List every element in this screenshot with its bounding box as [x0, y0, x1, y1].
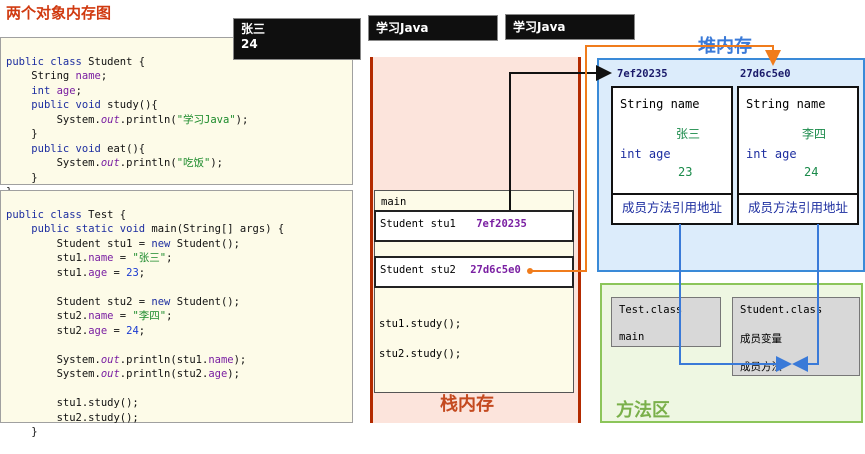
heap-object-address: 27d6c5e0: [740, 68, 791, 80]
heap-object-stu2: String name 李四 int age 24 成员方法引用地址: [737, 86, 859, 225]
console-output-study1: 学习Java: [368, 15, 498, 41]
field-name-decl: String name: [746, 97, 826, 111]
code-line: System.out.println("学习Java");: [6, 113, 249, 126]
frame-name: main: [381, 196, 407, 208]
code-line: stu1.age = 23;: [6, 266, 146, 279]
console-output-name-age: 张三 24: [233, 18, 361, 60]
code-line: System.out.println("吃饭");: [6, 157, 224, 169]
heap-object-stu1: String name 张三 int age 23 成员方法引用地址: [611, 86, 733, 225]
console-line: 学习Java: [513, 20, 566, 34]
class-member: 成员变量: [740, 333, 782, 345]
reference-arrows: [509, 45, 819, 372]
class-name: Test.class: [619, 304, 683, 316]
console-line: 24: [241, 37, 258, 51]
field-age-decl: int age: [620, 147, 671, 161]
code-line: public class Student {: [6, 55, 146, 68]
var-address: 7ef20235: [476, 218, 527, 230]
code-line: String name;: [6, 70, 108, 82]
stack-call: stu1.study();: [379, 318, 462, 330]
method-area-label: 方法区: [616, 400, 670, 421]
code-line: stu2.name = "李四";: [6, 310, 173, 322]
code-line: }: [6, 426, 38, 438]
stu1-reference-arrow: [509, 65, 612, 210]
code-line: }: [6, 171, 38, 184]
code-line: public class Test {: [6, 208, 127, 221]
code-line: Student stu2 = new Student();: [6, 295, 240, 308]
code-line: stu1.name = "张三";: [6, 252, 173, 264]
field-age-value: 23: [678, 165, 693, 179]
class-name: Student.class: [740, 304, 823, 316]
code-line: stu2.study();: [6, 411, 139, 424]
methods-ref-address: 成员方法引用地址: [739, 193, 857, 223]
heap-object-address: 7ef20235: [617, 68, 668, 80]
code-line: stu2.age = 24;: [6, 324, 146, 337]
code-line: System.out.println(stu1.name);: [6, 353, 247, 366]
field-name-value: 李四: [802, 127, 827, 141]
student-class-code: public class Student { String name; int …: [0, 37, 353, 198]
class-member: main: [619, 331, 645, 343]
page-title: 两个对象内存图: [6, 4, 112, 22]
code-line: public void study(){: [31, 99, 158, 111]
console-output-study2: 学习Java: [505, 14, 635, 40]
code-line: int age;: [31, 84, 82, 97]
code-line: stu1.study();: [6, 397, 139, 409]
test-class-code: public class Test { public static void m…: [0, 190, 353, 438]
method-ref-arrow-stu1: [679, 224, 792, 372]
field-name-decl: String name: [620, 97, 700, 111]
stu2-reference-arrow: [530, 45, 781, 272]
console-line: 张三: [241, 22, 266, 36]
code-line: public void eat(){: [31, 142, 146, 155]
code-line: }: [6, 128, 38, 140]
methods-ref-address: 成员方法引用地址: [613, 193, 731, 223]
stu2-arrow-origin-dot: [527, 268, 533, 274]
code-line: Student stu1 = new Student();: [6, 237, 240, 250]
console-line: 学习Java: [376, 21, 429, 35]
stack-var-stu1: Student stu1 7ef20235: [374, 210, 574, 242]
field-name-value: 张三: [676, 127, 701, 141]
var-decl: Student stu1: [380, 218, 456, 230]
code-line: System.out.println(stu2.age);: [6, 368, 240, 380]
field-age-decl: int age: [746, 147, 797, 161]
method-ref-arrow-stu2: [792, 224, 819, 372]
code-line: public static void main(String[] args) {: [31, 223, 285, 235]
var-address: 27d6c5e0: [470, 264, 521, 276]
stack-call: stu2.study();: [379, 348, 462, 360]
stack-memory-label: 栈内存: [440, 394, 494, 415]
var-decl: Student stu2: [380, 264, 456, 276]
test-class-box: Test.class main: [611, 297, 721, 347]
field-age-value: 24: [804, 165, 819, 179]
